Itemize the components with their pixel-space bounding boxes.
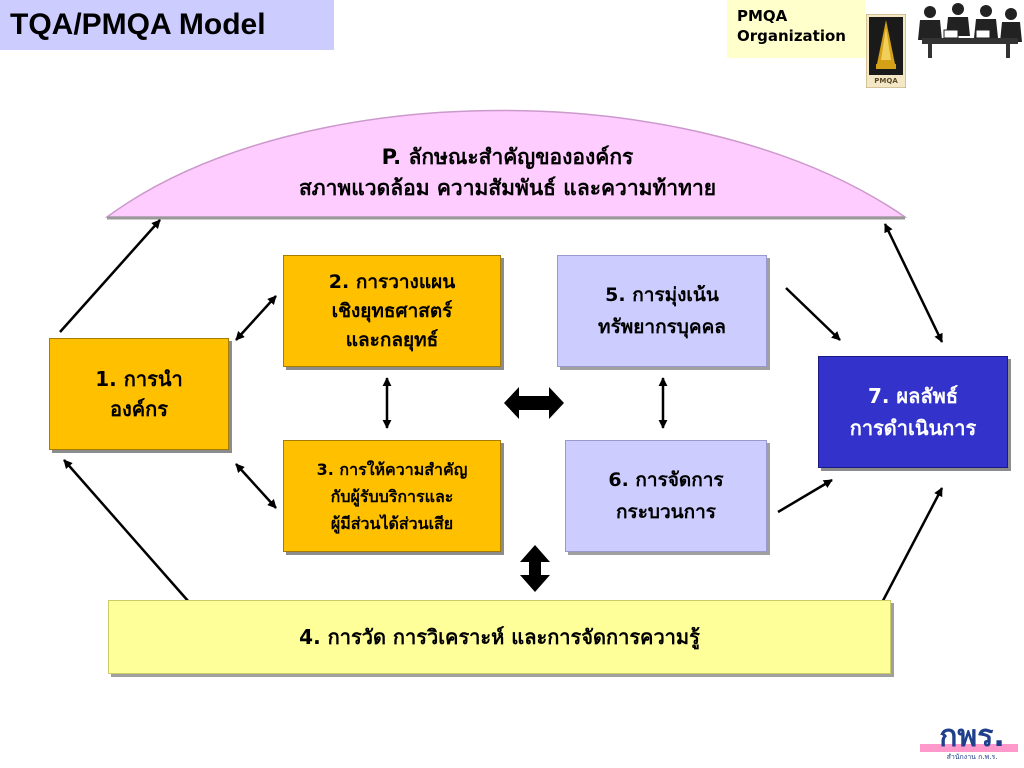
- box-workforce-focus: 5. การมุ่งเน้น ทรัพยากรบุคคล: [557, 255, 767, 367]
- arrow-profile-to-results: [883, 223, 944, 343]
- arrow-leadership-to-strategy: [235, 295, 277, 341]
- profile-line2: สภาพแวดล้อม ความสัมพันธ์ และความท้าทาย: [298, 176, 717, 200]
- box-customer-focus-line2: กับผู้รับบริการและ: [330, 486, 454, 506]
- arrow-leadership-to-customer: [235, 463, 277, 509]
- opdc-logo: กพร. สำนักงาน ก.พ.ร.: [920, 719, 1018, 761]
- box-customer-focus-line1: 3. การให้ความสำคัญ: [316, 459, 468, 479]
- box-workforce-focus-line1: 5. การมุ่งเน้น: [605, 284, 719, 306]
- box-results: 7. ผลลัพธ์ การดำเนินการ: [818, 356, 1008, 468]
- arrow-measurement-to-results: [874, 487, 944, 615]
- box-process-management-line1: 6. การจัดการ: [608, 469, 724, 491]
- block-arrow-vertical: [520, 545, 550, 592]
- box-strategic-planning: 2. การวางแผน เชิงยุทธศาสตร์ และกลยุทธ์: [283, 255, 501, 367]
- box-workforce-focus-line2: ทรัพยากรบุคคล: [598, 316, 726, 338]
- box-customer-focus-line3: ผู้มีส่วนได้ส่วนเสีย: [330, 513, 454, 533]
- org-label-line1: PMQA: [737, 7, 788, 25]
- box-results-line1: 7. ผลลัพธ์: [867, 384, 959, 408]
- people-meeting-clipart: [918, 3, 1022, 58]
- box-results-line2: การดำเนินการ: [849, 416, 977, 440]
- organizational-profile-dome: [104, 109, 908, 218]
- box-leadership-line2: องค์กร: [109, 397, 168, 421]
- box-strategic-planning-line1: 2. การวางแผน: [328, 270, 456, 293]
- box-leadership: 1. การนำ องค์กร: [49, 338, 229, 450]
- org-label: PMQA Organization: [727, 0, 865, 58]
- pmqa-logo-caption: PMQA: [874, 77, 898, 85]
- box-process-management-line2: กระบวนการ: [615, 501, 716, 523]
- arrow-leadership-to-profile: [59, 219, 161, 333]
- box-strategic-planning-line3: และกลยุทธ์: [345, 328, 439, 351]
- org-label-line2: Organization: [737, 27, 846, 45]
- organizational-profile-text: P. ลักษณะสำคัญขององค์กร สภาพแวดล้อม ความ…: [110, 142, 905, 204]
- block-arrow-horizontal: [504, 387, 564, 419]
- box-customer-focus: 3. การให้ความสำคัญ กับผู้รับบริการและ ผู…: [283, 440, 501, 552]
- opdc-logo-subtext: สำนักงาน ก.พ.ร.: [947, 753, 998, 761]
- box-measurement: 4. การวัด การวิเคราะห์ และการจัดการความร…: [108, 600, 891, 674]
- pmqa-logo: PMQA: [866, 14, 906, 88]
- profile-line1: P. ลักษณะสำคัญขององค์กร: [381, 145, 634, 169]
- slide-title: TQA/PMQA Model: [0, 0, 334, 50]
- box-process-management: 6. การจัดการ กระบวนการ: [565, 440, 767, 552]
- arrow-leadership-to-measurement: [63, 459, 197, 611]
- arrow-workforce-to-results: [785, 287, 841, 341]
- box-strategic-planning-line2: เชิงยุทธศาสตร์: [331, 299, 453, 322]
- box-leadership-line1: 1. การนำ: [95, 367, 183, 391]
- box-measurement-line1: 4. การวัด การวิเคราะห์ และการจัดการความร…: [299, 625, 700, 649]
- arrow-process-to-results: [777, 478, 833, 514]
- opdc-logo-text: กพร.: [939, 719, 1004, 754]
